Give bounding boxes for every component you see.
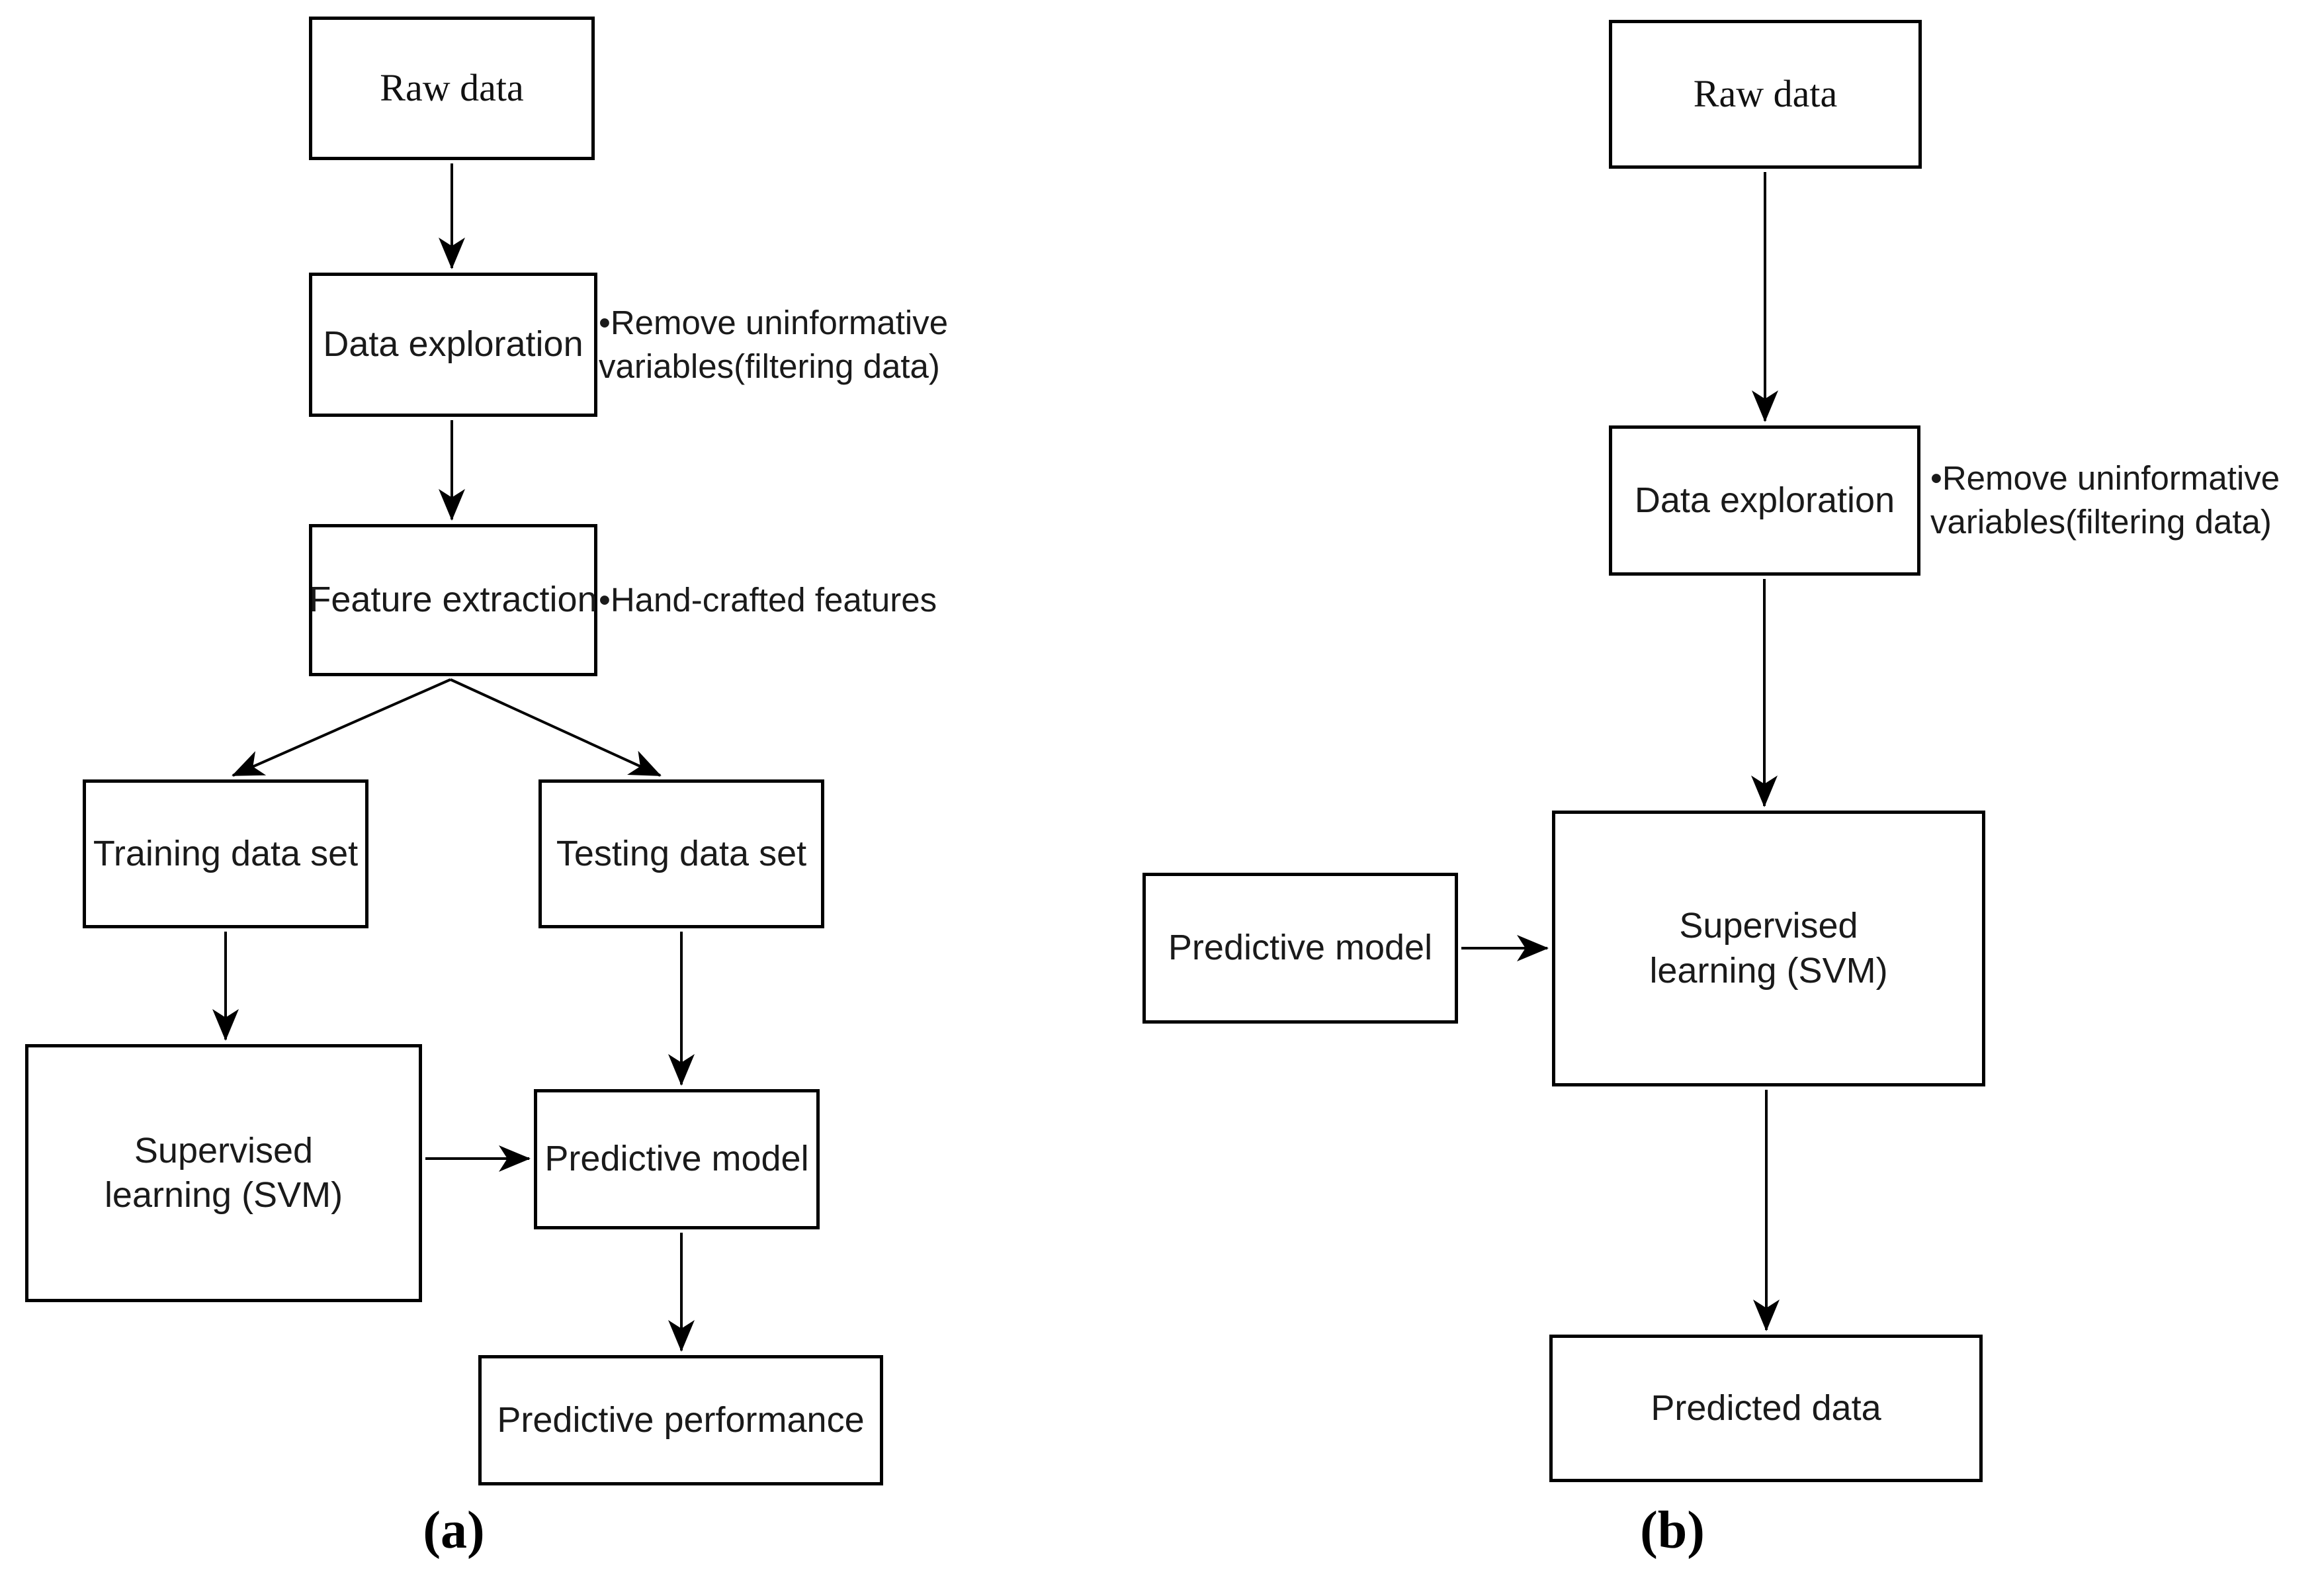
node-predictive-performance: Predictive performance <box>478 1355 883 1485</box>
arrow-feature-to-training-a <box>232 678 451 777</box>
node-data-exploration-b: Data exploration <box>1609 425 1920 576</box>
node-feature-extraction-a: Feature extraction <box>309 524 597 676</box>
node-data-exploration-a: Data exploration <box>309 273 597 417</box>
note-feature-extraction-a: •Hand-crafted features <box>599 581 937 619</box>
node-training-data-set: Training data set <box>83 779 368 928</box>
node-supervised-learning-b: Supervised learning (SVM) <box>1552 811 1985 1086</box>
note-data-exploration-b: •Remove uninformative variables(filterin… <box>1930 459 2280 541</box>
node-raw-data-b: Raw data <box>1609 20 1922 169</box>
node-raw-data-a: Raw data <box>309 17 595 160</box>
node-predictive-model-b: Predictive model <box>1142 873 1458 1024</box>
caption-panel-b: (b) <box>1640 1501 1705 1560</box>
arrow-feature-to-testing-a <box>450 678 662 777</box>
node-supervised-learning-a: Supervised learning (SVM) <box>25 1044 422 1302</box>
node-predicted-data: Predicted data <box>1549 1335 1983 1482</box>
node-predictive-model-a: Predictive model <box>534 1089 820 1229</box>
node-testing-data-set: Testing data set <box>538 779 824 928</box>
caption-panel-a: (a) <box>423 1501 485 1560</box>
note-data-exploration-a: •Remove uninformative variables(filterin… <box>599 304 949 386</box>
